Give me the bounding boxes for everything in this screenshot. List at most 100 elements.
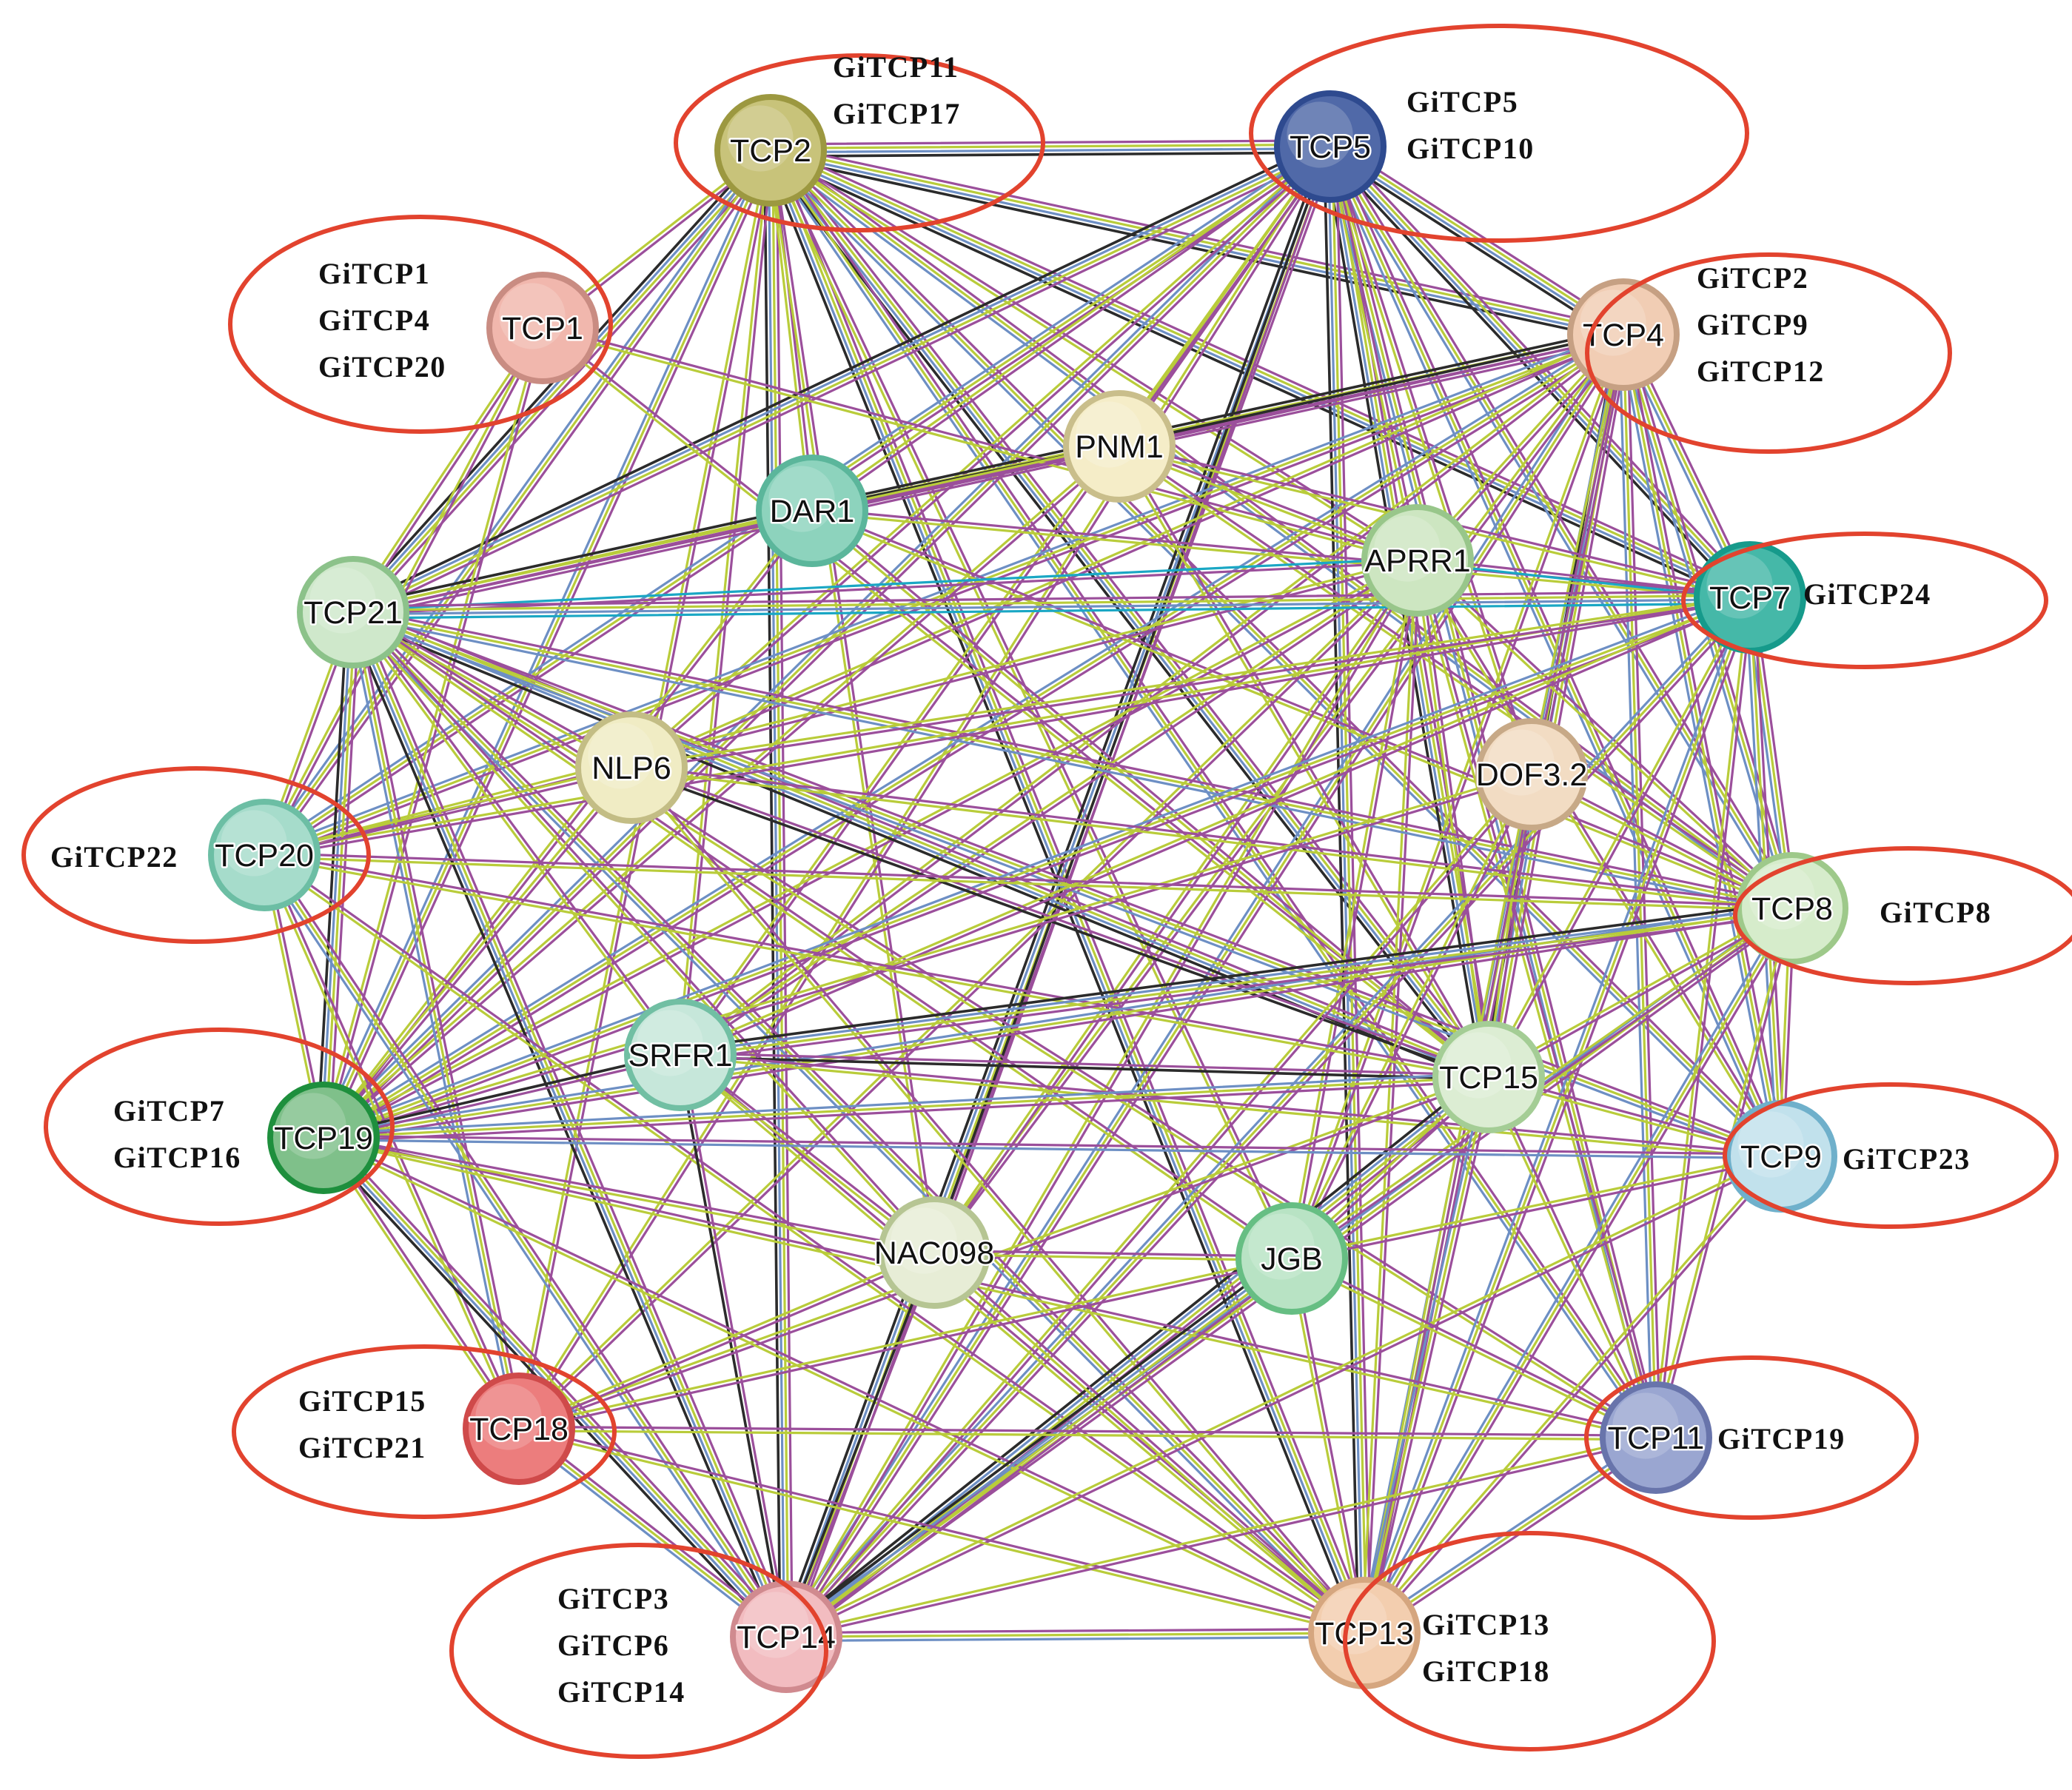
- edge-line: [322, 1134, 936, 1252]
- node-tcp9[interactable]: TCP9: [1725, 1100, 1837, 1213]
- edge-line: [1365, 1439, 1660, 1638]
- edge-line: [351, 614, 1793, 914]
- group-label-gitcp8: GiTCP8: [1880, 896, 1991, 929]
- edge-TCP5-TCP8: [1325, 143, 1797, 912]
- edge-line: [321, 592, 1750, 1136]
- edge-JGB-TCP13: [1288, 1256, 1368, 1635]
- node-tcp2[interactable]: TCP2: [714, 94, 827, 207]
- node-tcp1[interactable]: TCP1: [486, 272, 599, 384]
- edge-line: [786, 1252, 938, 1639]
- edge-line: [629, 768, 1489, 1081]
- edge-line: [1329, 145, 1794, 910]
- node-pnm1[interactable]: PNM1: [1063, 390, 1176, 503]
- node-nlp6[interactable]: NLP6: [575, 711, 688, 824]
- edge-line: [768, 150, 1489, 1080]
- node-tcp18[interactable]: TCP18: [463, 1372, 575, 1485]
- edge-line: [516, 557, 1418, 1429]
- edge-line: [769, 143, 1332, 150]
- edge-TCP5-TCP21: [349, 139, 1335, 620]
- edge-TCP8-SRFR1: [678, 901, 1794, 1062]
- edge-TCP15-TCP13: [1358, 1075, 1495, 1635]
- node-label: TCP19: [274, 1121, 373, 1156]
- group-label-gitcp13: GiTCP13: [1422, 1608, 1550, 1641]
- node-circle: [1274, 90, 1387, 203]
- edge-line: [1415, 560, 1781, 1159]
- node-highlight: [637, 1010, 703, 1076]
- node-label: TCP1: [502, 311, 583, 346]
- node-highlight: [742, 1592, 809, 1658]
- node-tcp7[interactable]: TCP7: [1694, 541, 1806, 654]
- edge-line: [321, 443, 1119, 1138]
- edge-line: [782, 1250, 934, 1638]
- edge-line: [326, 150, 776, 1141]
- node-highlight: [1321, 1588, 1387, 1655]
- group-ring-tcp18: [232, 1344, 617, 1519]
- edge-line: [321, 557, 1418, 1138]
- node-highlight: [1287, 101, 1353, 168]
- node-tcp4[interactable]: TCP4: [1567, 278, 1680, 391]
- edge-line: [933, 1249, 1293, 1258]
- node-tcp11[interactable]: TCP11: [1600, 1381, 1712, 1494]
- edge-line: [788, 599, 1754, 1641]
- node-nac098[interactable]: NAC098: [872, 1196, 996, 1309]
- edge-line: [262, 856, 1490, 1081]
- edge-NLP6-TCP19: [321, 765, 634, 1141]
- edge-line: [1485, 595, 1750, 1078]
- edge-line: [352, 602, 1751, 620]
- node-dof3-2[interactable]: DOF3.2: [1474, 718, 1589, 831]
- node-circle: [208, 799, 321, 911]
- edge-NLP6-TCP15: [629, 764, 1491, 1081]
- edge-line: [769, 139, 1332, 146]
- group-label-gitcp22: GiTCP22: [50, 840, 178, 874]
- node-label: APRR1: [1364, 543, 1470, 579]
- edge-line: [677, 1053, 786, 1639]
- node-dar1[interactable]: DAR1: [756, 455, 868, 567]
- node-srfr1[interactable]: SRFR1: [624, 999, 737, 1111]
- edge-line: [1325, 147, 1790, 912]
- edge-line: [1359, 594, 1748, 1633]
- node-highlight: [1445, 1032, 1512, 1099]
- edge-TCP19-NAC098: [321, 1134, 936, 1256]
- node-label: TCP8: [1751, 891, 1833, 927]
- edge-line: [259, 856, 785, 1640]
- edge-TCP4-PNM1: [1117, 331, 1626, 450]
- edge-line: [355, 610, 525, 1429]
- edge-line: [351, 507, 814, 611]
- node-highlight: [309, 567, 376, 634]
- node-jgb[interactable]: JGB: [1236, 1202, 1348, 1315]
- edge-line: [785, 1635, 1366, 1643]
- node-tcp5[interactable]: TCP5: [1274, 90, 1387, 203]
- edge-line: [323, 446, 1122, 1141]
- edge-layer: [259, 139, 1798, 1643]
- node-highlight: [499, 283, 566, 349]
- node-tcp20[interactable]: TCP20: [208, 799, 321, 911]
- group-label-gitcp3: GiTCP3: [557, 1582, 669, 1615]
- edge-line: [630, 598, 1751, 771]
- edge-line: [319, 142, 1329, 1136]
- edge-line: [263, 598, 1752, 859]
- node-aprr1[interactable]: APRR1: [1361, 504, 1474, 617]
- edge-line: [517, 1255, 1293, 1428]
- edge-PNM1-TCP8: [1116, 443, 1795, 911]
- edge-line: [680, 597, 1752, 1059]
- node-highlight: [221, 810, 287, 876]
- node-circle: [714, 94, 827, 207]
- node-label: SRFR1: [628, 1038, 733, 1073]
- edge-line: [784, 1434, 1657, 1636]
- edge-line: [677, 332, 1623, 1055]
- node-tcp15[interactable]: TCP15: [1432, 1021, 1545, 1133]
- edge-SRFR1-TCP15: [679, 1051, 1490, 1081]
- node-tcp21[interactable]: TCP21: [297, 556, 409, 668]
- edge-line: [781, 1252, 1290, 1634]
- edge-line: [353, 327, 546, 615]
- edge-NLP6-TCP20: [262, 764, 634, 859]
- node-tcp19[interactable]: TCP19: [267, 1082, 380, 1194]
- edge-line: [785, 1258, 1295, 1640]
- edge-line: [323, 1134, 1367, 1633]
- edge-line: [1363, 596, 1751, 1635]
- edge-DOF3.2-TCP13: [1361, 772, 1535, 1635]
- edge-line: [786, 774, 1535, 1640]
- edge-line: [517, 1427, 788, 1638]
- edge-TCP2-TCP14: [763, 149, 794, 1638]
- edge-line: [630, 764, 1794, 908]
